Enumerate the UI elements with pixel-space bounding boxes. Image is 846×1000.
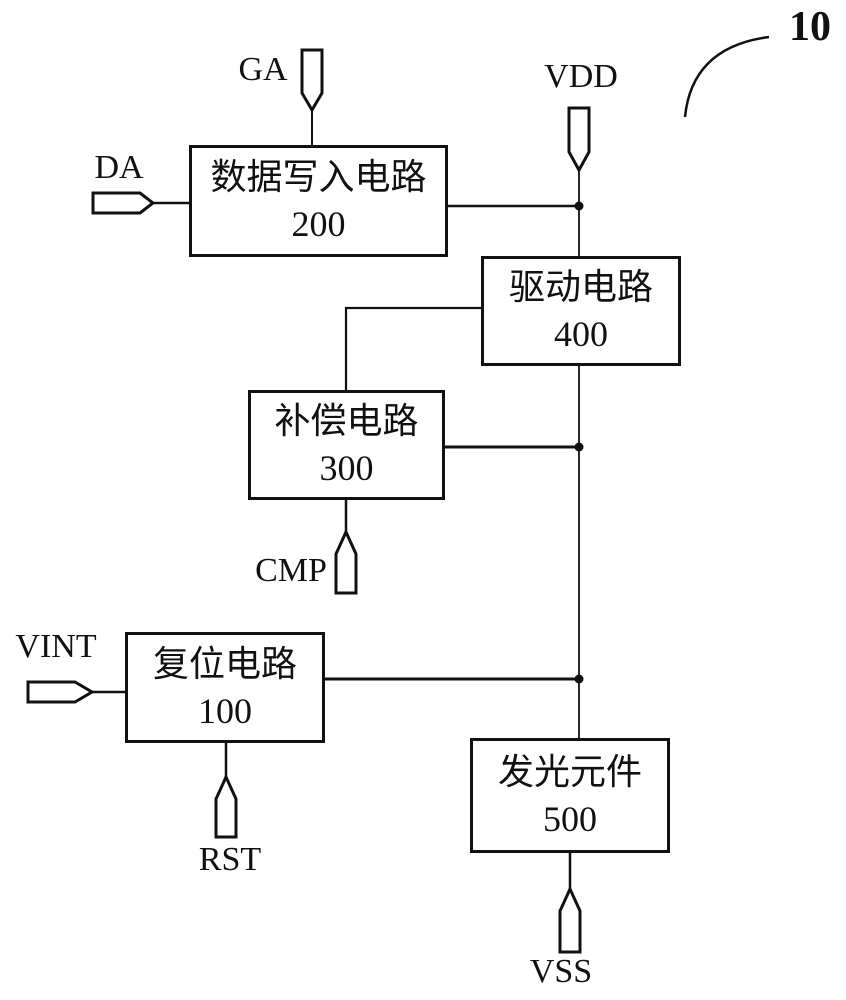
block-number: 500 bbox=[543, 798, 597, 839]
label-da: DA bbox=[94, 149, 144, 186]
label-vint: VINT bbox=[15, 628, 97, 665]
block-number: 200 bbox=[291, 204, 346, 244]
compensation-to-drive-line bbox=[344, 306, 482, 391]
reference-leader-arc bbox=[683, 35, 770, 118]
vss-terminal-icon bbox=[558, 885, 582, 954]
rst-terminal-icon bbox=[214, 773, 238, 839]
figure-reference-number: 10 bbox=[789, 4, 831, 50]
block-number: 300 bbox=[319, 448, 374, 488]
block-name: 数据写入电路 bbox=[210, 157, 427, 198]
block-name: 驱动电路 bbox=[508, 267, 653, 308]
block-name: 复位电路 bbox=[152, 643, 297, 684]
label-vdd: VDD bbox=[544, 58, 618, 95]
block-reset-circuit: 复位电路 100 bbox=[125, 632, 325, 743]
block-drive-circuit: 驱动电路 400 bbox=[481, 256, 681, 366]
label-vss: VSS bbox=[529, 953, 593, 990]
ga-terminal-icon bbox=[300, 48, 324, 113]
block-compensation-circuit: 补偿电路 300 bbox=[248, 390, 445, 500]
block-number: 400 bbox=[554, 314, 608, 354]
label-ga: GA bbox=[238, 51, 288, 88]
label-cmp: CMP bbox=[255, 552, 327, 589]
block-name: 发光元件 bbox=[497, 751, 642, 792]
block-name: 补偿电路 bbox=[274, 401, 419, 442]
junction-dot-vdd bbox=[574, 201, 584, 211]
block-light-emitting-element: 发光元件 500 bbox=[470, 738, 670, 853]
vint-terminal-icon bbox=[26, 680, 95, 704]
vdd-terminal-icon bbox=[567, 106, 591, 174]
block-number: 100 bbox=[198, 690, 252, 731]
junction-dot-compensation bbox=[574, 442, 584, 452]
junction-dot-reset bbox=[574, 674, 584, 684]
cmp-terminal-icon bbox=[334, 528, 358, 595]
da-terminal-icon bbox=[91, 191, 156, 215]
block-data-write-circuit: 数据写入电路 200 bbox=[189, 145, 448, 257]
label-rst: RST bbox=[198, 841, 262, 878]
